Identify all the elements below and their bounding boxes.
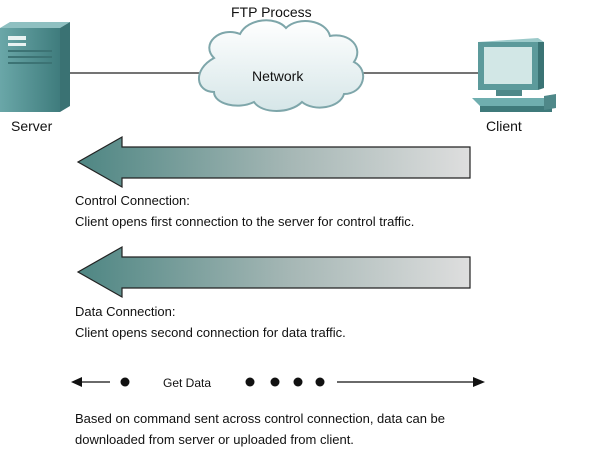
diagram-title: FTP Process — [231, 4, 312, 20]
control-connection-heading: Control Connection: — [75, 193, 190, 208]
data-connection-description: Client opens second connection for data … — [75, 325, 346, 340]
server-label: Server — [11, 118, 53, 134]
server-icon — [0, 22, 70, 112]
control-connection-description: Client opens first connection to the ser… — [75, 214, 415, 229]
data-transfer-description-line1: Based on command sent across control con… — [75, 411, 445, 426]
client-computer-icon — [472, 38, 556, 112]
get-data-label: Get Data — [163, 376, 212, 390]
get-data-right-arrowhead — [473, 377, 485, 387]
data-transfer-description-line2: downloaded from server or uploaded from … — [75, 432, 354, 447]
data-connection-arrow — [76, 245, 471, 299]
get-data-dot — [315, 377, 325, 387]
network-cloud-icon — [198, 19, 365, 112]
get-data-dot — [293, 377, 303, 387]
get-data-dot — [120, 377, 130, 387]
network-label: Network — [252, 68, 304, 84]
get-data-dot — [245, 377, 255, 387]
get-data-left-arrowhead — [71, 377, 82, 387]
data-connection-heading: Data Connection: — [75, 304, 176, 319]
get-data-dot — [270, 377, 280, 387]
client-label: Client — [486, 118, 522, 134]
control-connection-arrow — [76, 135, 471, 189]
